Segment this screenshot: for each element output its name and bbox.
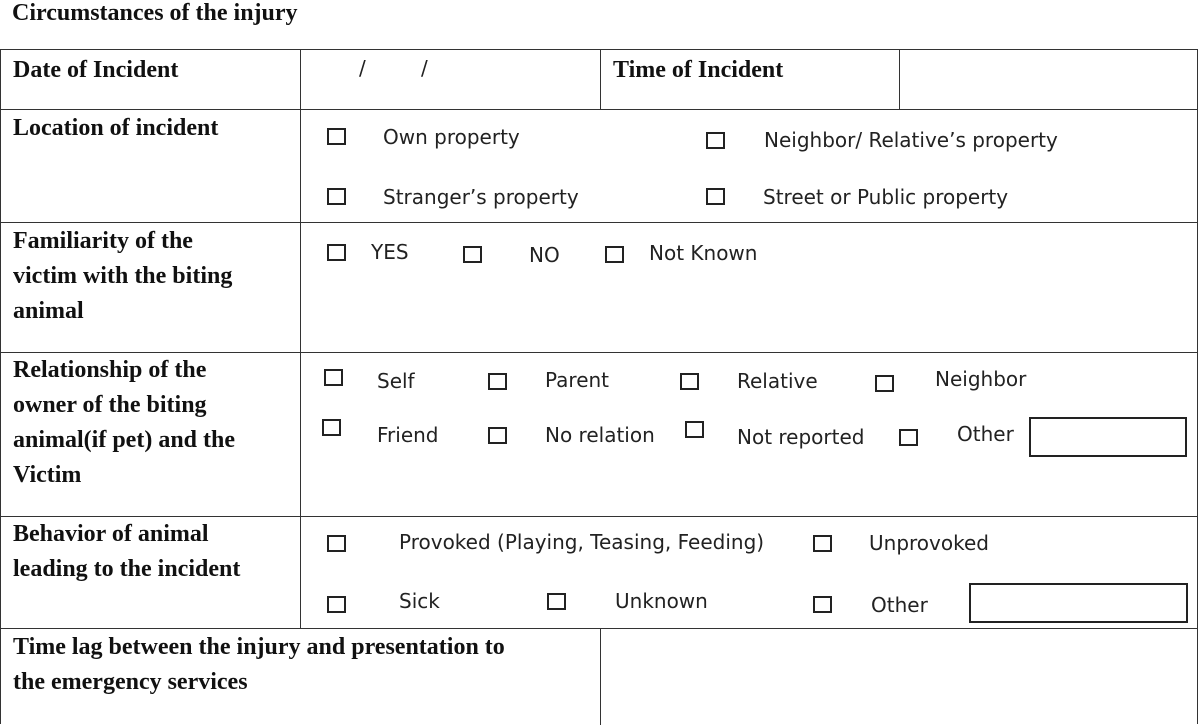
time-lag-label-line: the emergency services xyxy=(13,669,248,695)
familiarity-not-known-checkbox[interactable] xyxy=(605,246,624,263)
date-separator: / xyxy=(421,56,428,80)
option-label: Parent xyxy=(545,368,610,392)
injury-circumstances-table: Date of Incident / / Time of Incident Lo… xyxy=(0,49,1198,725)
option-label: Unprovoked xyxy=(869,531,989,555)
relationship-other-checkbox[interactable] xyxy=(899,429,918,446)
relationship-self-checkbox[interactable] xyxy=(324,369,343,386)
behavior-label-line: Behavior of animal xyxy=(13,521,209,547)
option-label: Own property xyxy=(383,125,520,149)
option-label: Provoked (Playing, Teasing, Feeding) xyxy=(399,530,765,554)
familiarity-no-checkbox[interactable] xyxy=(463,246,482,263)
relationship-not-reported-checkbox[interactable] xyxy=(685,421,704,438)
stranger-property-checkbox[interactable] xyxy=(327,188,346,205)
behavior-sick-checkbox[interactable] xyxy=(327,596,346,613)
familiarity-yes-checkbox[interactable] xyxy=(327,244,346,261)
column-divider xyxy=(600,628,601,725)
relationship-neighbor-checkbox[interactable] xyxy=(875,375,894,392)
option-label: Relative xyxy=(737,369,818,393)
option-label: Other xyxy=(871,593,928,617)
option-label: Other xyxy=(957,422,1014,446)
option-label: NO xyxy=(529,243,560,267)
relationship-friend-checkbox[interactable] xyxy=(322,419,341,436)
option-label: Street or Public property xyxy=(763,185,1009,209)
column-divider xyxy=(300,50,301,628)
option-label: Friend xyxy=(377,423,439,447)
option-label: Not Known xyxy=(649,241,758,265)
option-label: Self xyxy=(377,369,415,393)
row-divider xyxy=(1,222,1197,223)
row-divider xyxy=(1,352,1197,353)
neighbor-relative-property-checkbox[interactable] xyxy=(706,132,725,149)
behavior-unprovoked-checkbox[interactable] xyxy=(813,535,832,552)
time-lag-input-area[interactable] xyxy=(602,630,1197,725)
relationship-parent-checkbox[interactable] xyxy=(488,373,507,390)
option-label: Neighbor xyxy=(935,367,1027,391)
option-label: Neighbor/ Relative’s property xyxy=(764,128,1058,152)
own-property-checkbox[interactable] xyxy=(327,128,346,145)
date-separator: / xyxy=(359,56,366,80)
row-divider xyxy=(1,516,1197,517)
date-of-incident-label: Date of Incident xyxy=(13,57,179,83)
column-divider xyxy=(600,50,601,109)
date-input-area[interactable] xyxy=(302,50,599,108)
behavior-other-input[interactable] xyxy=(969,583,1188,623)
familiarity-label-line: victim with the biting xyxy=(13,263,233,289)
time-of-incident-label: Time of Incident xyxy=(613,57,784,83)
option-label: Unknown xyxy=(615,589,708,613)
option-label: Sick xyxy=(399,589,440,613)
familiarity-label-line: Familiarity of the xyxy=(13,228,193,254)
relationship-other-input[interactable] xyxy=(1029,417,1187,457)
relationship-label-line: animal(if pet) and the xyxy=(13,427,235,453)
option-label: No relation xyxy=(545,423,655,447)
relationship-no-relation-checkbox[interactable] xyxy=(488,427,507,444)
option-label: Not reported xyxy=(737,425,865,449)
familiarity-label-line: animal xyxy=(13,298,84,324)
row-divider xyxy=(1,628,1197,629)
relationship-label-line: owner of the biting xyxy=(13,392,207,418)
location-label: Location of incident xyxy=(13,115,219,141)
row-divider xyxy=(1,109,1197,110)
option-label: Stranger’s property xyxy=(383,185,579,209)
relationship-label-line: Victim xyxy=(13,462,82,488)
relationship-label-line: Relationship of the xyxy=(13,357,207,383)
time-lag-label-line: Time lag between the injury and presenta… xyxy=(13,634,505,660)
option-label: YES xyxy=(371,240,409,264)
behavior-provoked-checkbox[interactable] xyxy=(327,535,346,552)
time-input-area[interactable] xyxy=(901,50,1197,108)
behavior-unknown-checkbox[interactable] xyxy=(547,593,566,610)
behavior-other-checkbox[interactable] xyxy=(813,596,832,613)
column-divider xyxy=(899,50,900,109)
street-public-property-checkbox[interactable] xyxy=(706,188,725,205)
relationship-relative-checkbox[interactable] xyxy=(680,373,699,390)
behavior-label-line: leading to the incident xyxy=(13,556,241,582)
form-heading: Circumstances of the injury xyxy=(12,0,298,26)
